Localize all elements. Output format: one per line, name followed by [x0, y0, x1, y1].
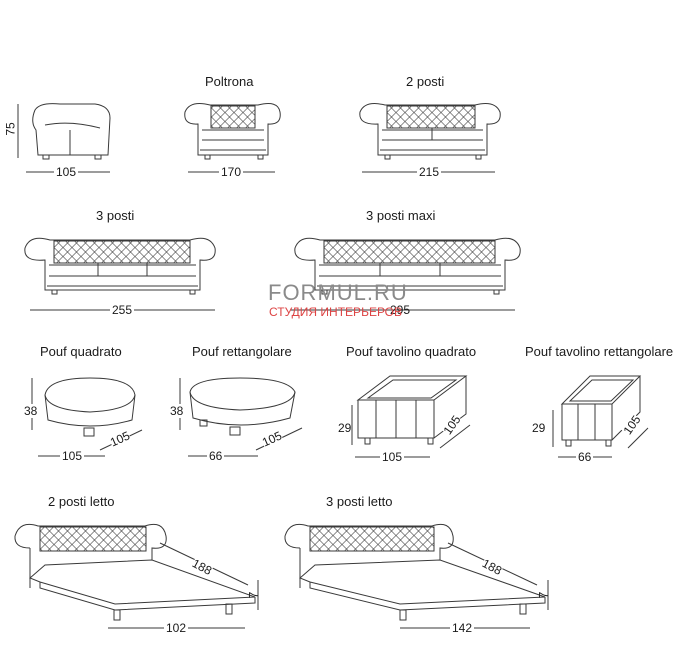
watermark-brand: FORMUL.RU [268, 280, 408, 305]
tre-posti-maxi-drawing [290, 237, 521, 311]
due-posti-drawing [359, 103, 501, 173]
label-pouf-tavolino-quadrato: Pouf tavolino quadrato [346, 344, 477, 359]
dim-side-depth: 105 [54, 165, 79, 179]
dim-ptr-width: 66 [576, 450, 594, 464]
dim-due-posti-width: 215 [417, 165, 442, 179]
label-due-posti-letto: 2 posti letto [48, 494, 115, 509]
dim-pr-height: 38 [170, 404, 184, 418]
dim-ptq-width: 105 [380, 450, 405, 464]
dim-pq-width: 105 [60, 449, 85, 463]
dim-pq-height: 38 [24, 404, 38, 418]
pouf-tavolino-rettangolare-drawing [552, 375, 649, 458]
dim-letto3-height: 7 [536, 591, 551, 599]
pouf-rettangolare-drawing [179, 377, 303, 457]
label-pouf-tavolino-rettangolare: Pouf tavolino rettangolare [525, 344, 674, 359]
dim-letto2-height: 7 [246, 591, 261, 599]
watermark-tagline: СТУДИЯ ИНТЕРЬЕРОВ [269, 305, 403, 319]
label-tre-posti-maxi: 3 posti maxi [366, 208, 436, 223]
label-tre-posti-letto: 3 posti letto [326, 494, 393, 509]
dim-tre-posti-width: 255 [110, 303, 135, 317]
due-posti-letto-drawing [14, 523, 259, 629]
dim-tre-posti-maxi-width: 295 [390, 303, 411, 317]
dim-letto3-width: 142 [450, 621, 475, 635]
dim-letto2-width: 102 [164, 621, 189, 635]
side-view-drawing [17, 103, 111, 173]
dim-side-height: 75 [3, 122, 18, 136]
tre-posti-letto-drawing [284, 523, 549, 629]
label-pouf-rettangolare: Pouf rettangolare [192, 344, 292, 359]
poltrona-drawing [184, 103, 281, 173]
tre-posti-drawing [24, 237, 216, 311]
dim-ptq-height: 29 [338, 421, 352, 435]
pouf-quadrato-drawing [31, 377, 143, 457]
label-poltrona: Poltrona [205, 74, 254, 89]
label-due-posti: 2 posti [406, 74, 445, 89]
label-tre-posti: 3 posti [96, 208, 135, 223]
dim-pr-width: 66 [207, 449, 225, 463]
dim-ptr-height: 29 [532, 421, 546, 435]
label-pouf-quadrato: Pouf quadrato [40, 344, 122, 359]
dim-poltrona-width: 170 [219, 165, 244, 179]
